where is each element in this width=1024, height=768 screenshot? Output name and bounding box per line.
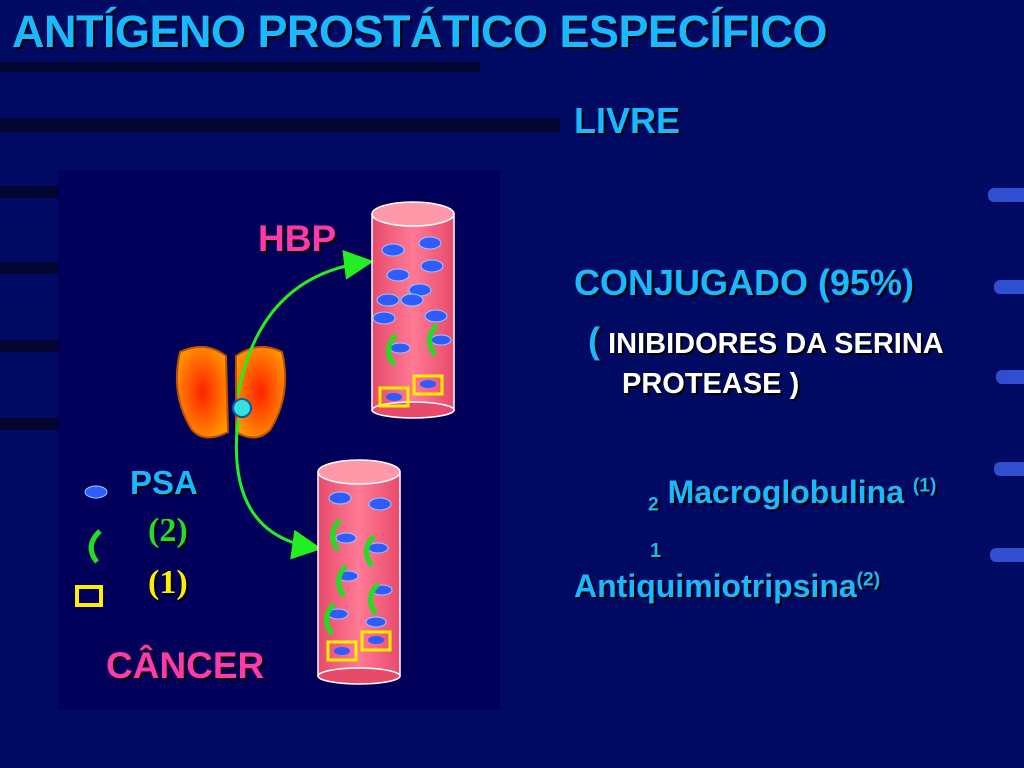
background-stripe [0, 62, 480, 72]
background-stripe [0, 118, 560, 132]
label-cancer: CÂNCER [106, 645, 265, 686]
slide-title: ANTÍGENO PROSTÁTICO ESPECÍFICO [12, 6, 828, 57]
label-2: (2) [148, 512, 188, 549]
background-stripe [0, 340, 60, 352]
anti-text: Antiquimiotripsina [574, 568, 857, 604]
background-stripe [0, 262, 60, 274]
inibidores-line1: ( INIBIDORES DA SERINA [588, 320, 944, 362]
label-hbp: HBP [258, 218, 337, 259]
decorative-bar [994, 280, 1024, 294]
vessel-hbp [371, 201, 455, 419]
macro-sup: (1) [912, 475, 937, 497]
psa-legend-icon [84, 485, 108, 499]
complex-legend-icon [75, 585, 103, 607]
anti-sub: 1 [650, 540, 662, 562]
antiquimiotripsina: Antiquimiotripsina(2) [574, 568, 880, 605]
label-psa: PSA [130, 464, 198, 501]
macro-text: Macroglobulina [667, 474, 905, 510]
decorative-bar [994, 462, 1024, 476]
decorative-bar [996, 370, 1024, 384]
arrow-to-hbp [236, 249, 374, 396]
paren-open: ( [588, 320, 600, 361]
background-stripe [0, 418, 60, 430]
prostate-gland-icon [175, 345, 287, 439]
decorative-bar [988, 188, 1024, 202]
vessel-cancer [317, 459, 401, 685]
inhibitor-legend-icon [88, 529, 102, 564]
inibidores-text: INIBIDORES DA SERINA [608, 328, 944, 360]
arrow-to-cancer [234, 419, 322, 560]
label-conjugado: CONJUGADO (95%) [574, 262, 915, 303]
macroglobulina: 2 Macroglobulina (1) [648, 474, 936, 516]
label-livre: LIVRE [574, 100, 681, 141]
anti-sup: (2) [856, 569, 881, 591]
macro-sub: 2 [648, 494, 659, 516]
inibidores-line2: PROTEASE ) [622, 368, 800, 400]
decorative-bar [990, 548, 1024, 562]
label-1: (1) [148, 564, 188, 601]
background-stripe [0, 186, 60, 198]
